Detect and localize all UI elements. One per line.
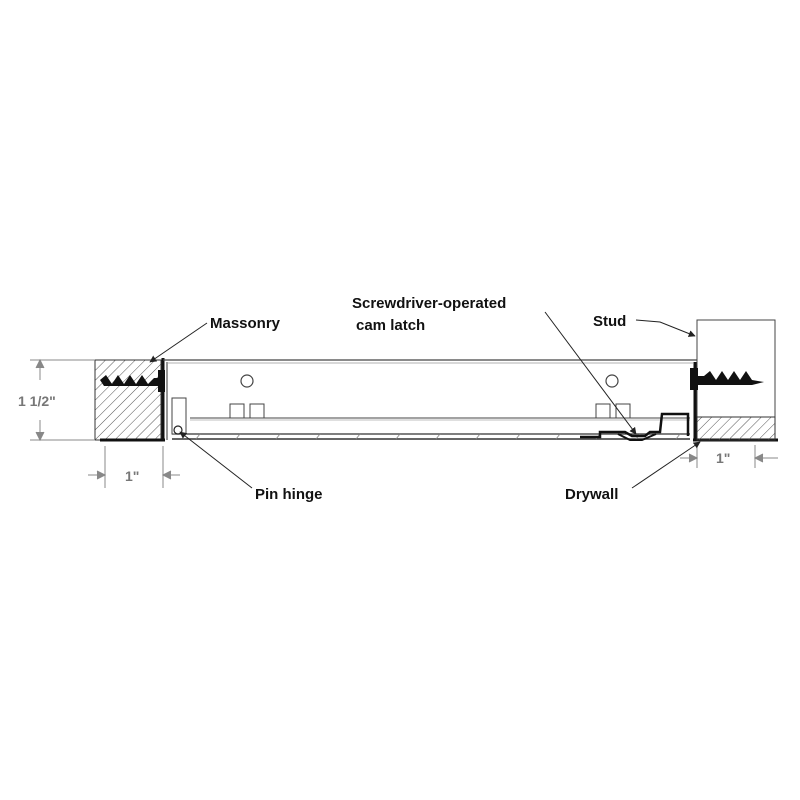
right-screw-icon [690,368,764,390]
masonry-block [94,359,162,441]
pin-hinge-leader [179,431,253,489]
door-panel [172,433,690,440]
left-screw-icon [100,370,165,392]
cam-latch-leader [544,311,637,435]
drywall-leader [631,441,701,489]
massonry-label: Massonry [210,315,281,332]
frame-hole-icon [240,374,254,388]
pin-hinge-label: Pin hinge [255,486,323,503]
right-width-dimension-label: 1" [716,450,730,466]
screwdriver-label-line1: Screwdriver-operated [352,295,506,312]
stud-block [696,319,776,418]
cam-latch-icon [580,412,690,441]
drywall-block [696,416,776,441]
screwdriver-label-line2: cam latch [356,317,425,334]
stud-leader [635,319,696,337]
frame-hole-icon [605,374,619,388]
left-width-dimension-label: 1" [125,468,139,484]
stud-label: Stud [593,313,626,330]
left-width-dimension [88,446,180,488]
height-dimension [30,358,95,442]
height-dimension-label: 1 1/2" [18,393,56,409]
right-width-dimension [680,445,778,468]
frame-clip-icon [229,403,631,419]
massonry-leader [149,322,208,363]
drywall-label: Drywall [565,486,618,503]
